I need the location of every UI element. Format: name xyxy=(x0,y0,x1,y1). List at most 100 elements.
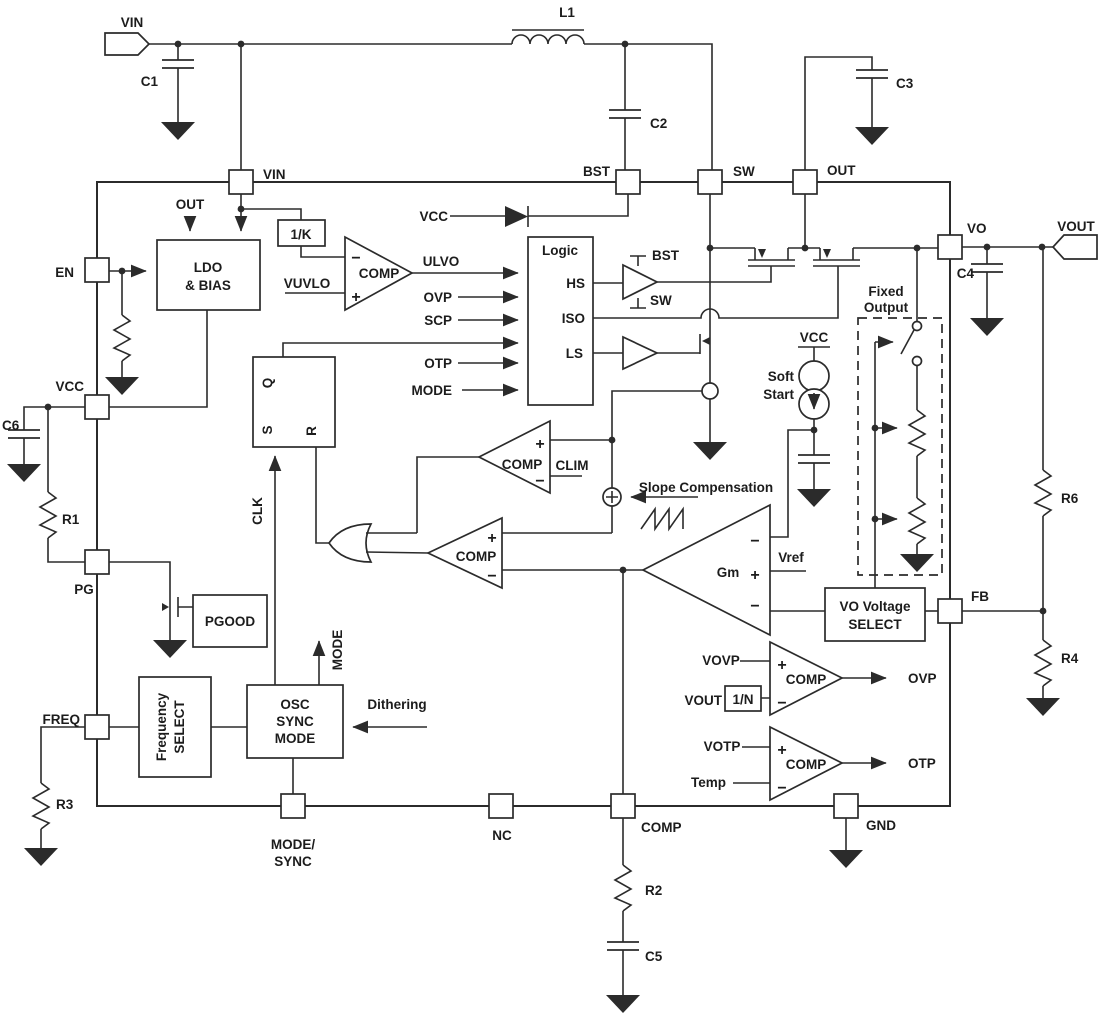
pin-fb-label: FB xyxy=(971,589,989,604)
pin-vin-label: VIN xyxy=(263,167,286,182)
otp-plus: + xyxy=(777,742,786,759)
driver-bst-rail-label: BST xyxy=(652,248,680,263)
logic-block-section: Logic HS ISO LS OVP SCP OTP MODE xyxy=(282,236,594,406)
logic-iso-label: ISO xyxy=(562,311,585,326)
pwm-minus: − xyxy=(487,568,496,585)
r6-label: R6 xyxy=(1061,491,1079,506)
switch-contact-top-icon xyxy=(911,320,923,332)
output-network: VOUT C4 R6 R4 xyxy=(957,219,1098,716)
gm-minus-top: − xyxy=(750,533,759,550)
otp-input-label: OTP xyxy=(424,356,452,371)
pin-gnd-label: GND xyxy=(866,818,896,833)
uvlo-comp-label: COMP xyxy=(359,266,400,281)
uvlo-plus: + xyxy=(351,289,360,306)
vo-select-label-2: SELECT xyxy=(848,617,902,632)
bst-diode-section: VCC xyxy=(419,194,629,227)
latch-r-label: R xyxy=(304,426,319,436)
mode-up-label: MODE xyxy=(330,630,345,671)
one-over-k-label: 1/K xyxy=(290,227,311,242)
r4-label: R4 xyxy=(1061,651,1079,666)
vcc-diode-label: VCC xyxy=(419,209,448,224)
otp-comparator xyxy=(769,725,844,802)
oscillator-section: Frequency SELECT OSC SYNC MODE Dithering… xyxy=(109,630,427,794)
clim-minus: − xyxy=(535,473,544,490)
soft-start-label-1: Soft xyxy=(768,369,795,384)
ldo-label-1: LDO xyxy=(194,260,223,275)
vref-label: Vref xyxy=(778,550,804,565)
vo-select-label-1: VO Voltage xyxy=(839,599,911,614)
ulvo-label: ULVO xyxy=(423,254,460,269)
pin-bst-label: BST xyxy=(583,164,611,179)
pgood-label: PGOOD xyxy=(205,614,256,629)
otp-output-label: OTP xyxy=(908,756,936,771)
ovp-minus: − xyxy=(777,695,786,712)
pin-vcc xyxy=(84,394,110,420)
ldo-bias-section: OUT LDO & BIAS 1/K xyxy=(105,194,345,408)
slope-compensation-label: Slope Compensation xyxy=(639,480,773,495)
fixed-output-label-1: Fixed xyxy=(868,284,903,299)
pin-out xyxy=(792,169,818,195)
gm-minus-bottom: − xyxy=(750,598,759,615)
vuvlo-label: VUVLO xyxy=(284,276,331,291)
pin-gnd xyxy=(833,793,859,819)
dithering-label: Dithering xyxy=(367,697,426,712)
hs-driver xyxy=(622,263,659,301)
ls-fet-body-arrow-icon xyxy=(702,337,710,345)
osc-label-1: OSC xyxy=(280,697,310,712)
pin-bst xyxy=(615,169,641,195)
pin-freq xyxy=(84,714,110,740)
fixed-output-section: Fixed Output xyxy=(857,248,943,588)
clk-label: CLK xyxy=(250,497,265,525)
vin-pad xyxy=(104,32,151,56)
osc-sync-mode-block xyxy=(246,684,344,759)
one-over-n-label: 1/N xyxy=(732,692,753,707)
ovp-comp-label: COMP xyxy=(786,672,827,687)
soft-start-vcc-label: VCC xyxy=(800,330,829,345)
ovp-output-label: OVP xyxy=(908,671,937,686)
vo-voltage-select-block xyxy=(824,587,926,642)
soft-start-label-2: Start xyxy=(763,387,794,402)
frequency-select-block xyxy=(138,676,212,778)
osc-label-3: MODE xyxy=(275,731,316,746)
vin-pad-label: VIN xyxy=(121,15,144,30)
otp-comp-label: COMP xyxy=(786,757,827,772)
logic-hs-label: HS xyxy=(566,276,585,291)
bottom-external-network: R2 C5 xyxy=(606,818,863,1013)
pin-sw xyxy=(697,169,723,195)
pin-nc xyxy=(488,793,514,819)
ls-driver xyxy=(622,335,659,371)
c1-label: C1 xyxy=(141,74,159,89)
pin-sw-label: SW xyxy=(733,164,755,179)
pin-out-label: OUT xyxy=(827,163,856,178)
c2-label: C2 xyxy=(650,116,667,131)
power-stage: BST SW xyxy=(593,194,938,460)
votp-label: VOTP xyxy=(704,739,741,754)
sawtooth-icon xyxy=(640,506,684,532)
current-sense-icon xyxy=(701,382,719,400)
gm-amplifier xyxy=(641,503,771,637)
c4-label: C4 xyxy=(957,266,975,281)
r2-label: R2 xyxy=(645,883,662,898)
c5-label: C5 xyxy=(645,949,663,964)
pgood-fet-body-arrow-icon xyxy=(162,603,169,611)
switch-lever-icon xyxy=(900,329,915,355)
logic-title: Logic xyxy=(542,243,578,258)
clim-comparator xyxy=(477,419,551,495)
inductor-l1 xyxy=(511,29,585,45)
vout-pad-label: VOUT xyxy=(1057,219,1095,234)
osc-label-2: SYNC xyxy=(276,714,314,729)
l1-label: L1 xyxy=(559,5,575,20)
left-external-network: C6 R1 R3 xyxy=(2,403,85,866)
pgood-block xyxy=(192,594,268,648)
pgood-section: PGOOD xyxy=(109,561,268,658)
ovp-plus: + xyxy=(777,657,786,674)
pwm-plus: + xyxy=(487,530,496,547)
pin-en-label: EN xyxy=(55,265,74,280)
driver-sw-rail-label: SW xyxy=(650,293,672,308)
pwm-control-section: Q S R CLK COMP + − CLIM COMP + − Slope C… xyxy=(250,356,773,685)
switch-contact-bottom-icon xyxy=(911,355,923,367)
otp-minus: − xyxy=(777,780,786,797)
ldo-bias-block xyxy=(156,239,261,311)
c3-label: C3 xyxy=(896,76,914,91)
